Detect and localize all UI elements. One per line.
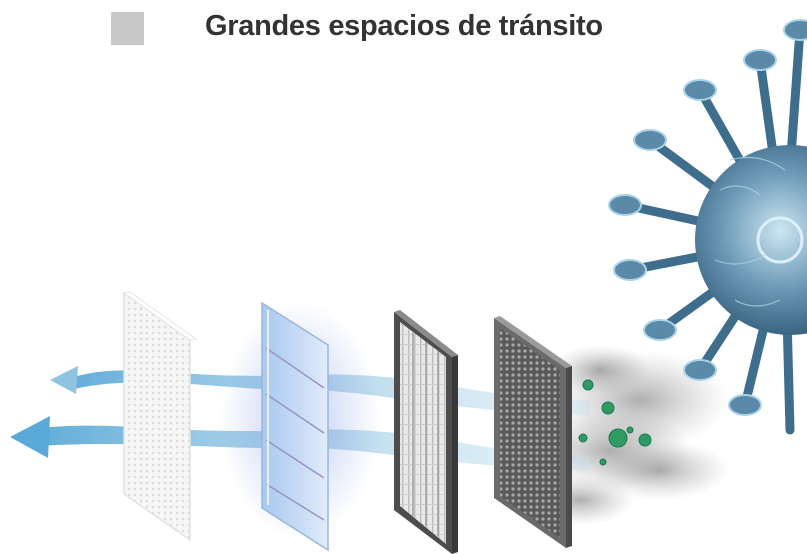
filter-panel-icon [122,291,198,542]
title-marker-square [111,12,144,45]
virus-icon [608,19,807,435]
filter-panel-icon [494,316,572,548]
filter-panel-icon [394,310,458,554]
particle-icon [578,379,652,466]
filter-panel-icon [220,300,380,552]
page-title: Grandes espacios de tránsito [205,10,603,42]
